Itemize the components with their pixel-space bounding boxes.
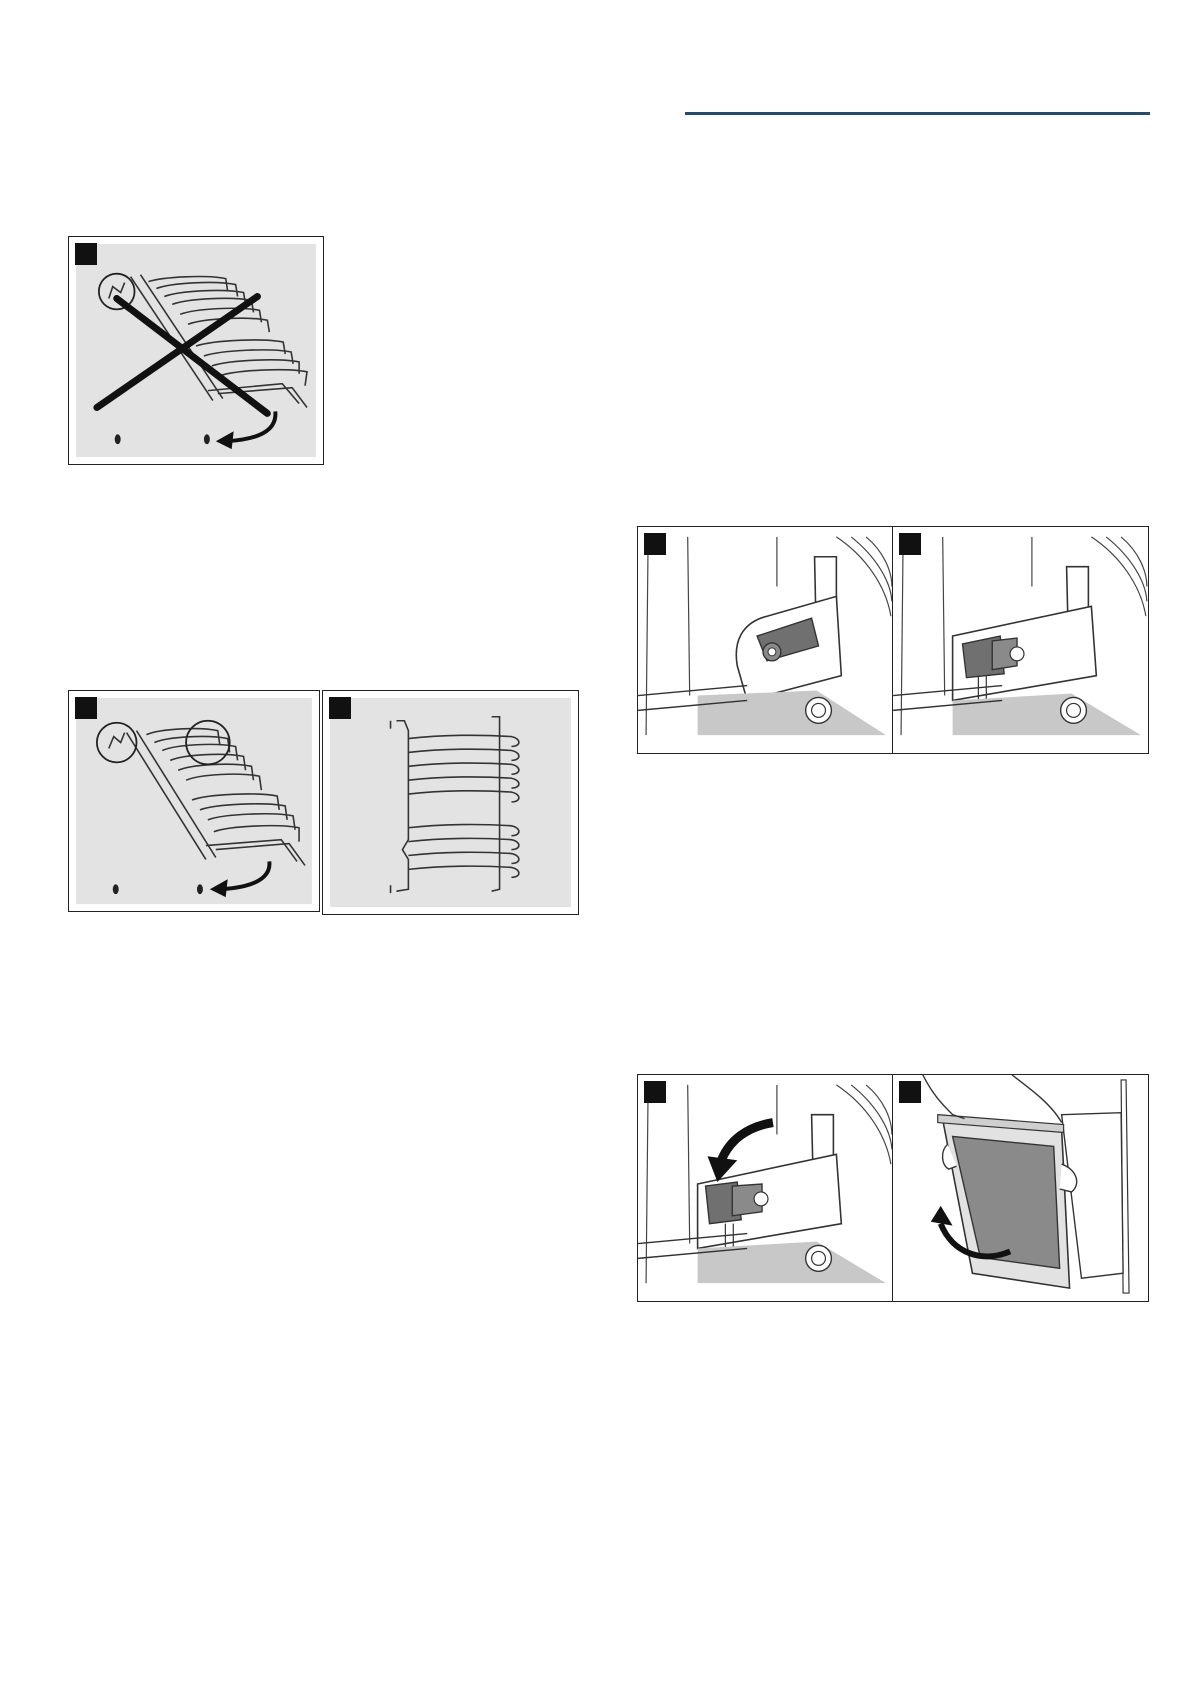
door-removal-illustration [893,1075,1148,1301]
figure-rack-correct [68,690,320,912]
figure-marker [75,697,97,719]
header-rule [685,112,1150,115]
figure-marker [329,697,351,719]
figure-marker [644,1081,666,1103]
figure-marker [75,243,97,265]
figure-hinge-closed [892,526,1149,754]
shelf-rack-crossed-out-illustration [69,237,323,464]
shelf-rack-front-view-illustration [323,691,578,914]
figure-marker [644,533,666,555]
figure-hinge-open [637,526,894,754]
shelf-rack-hook-illustration [69,691,319,911]
figure-marker [899,533,921,555]
figure-rack-front [322,690,579,915]
hinge-lever-closed-illustration [893,527,1148,753]
figure-hinge-fold [637,1074,894,1302]
figure-door-remove [892,1074,1149,1302]
hinge-lever-fold-illustration [638,1075,893,1301]
figure-marker [899,1081,921,1103]
hinge-lever-open-illustration [638,527,893,753]
figure-rack-wrong [68,236,324,465]
